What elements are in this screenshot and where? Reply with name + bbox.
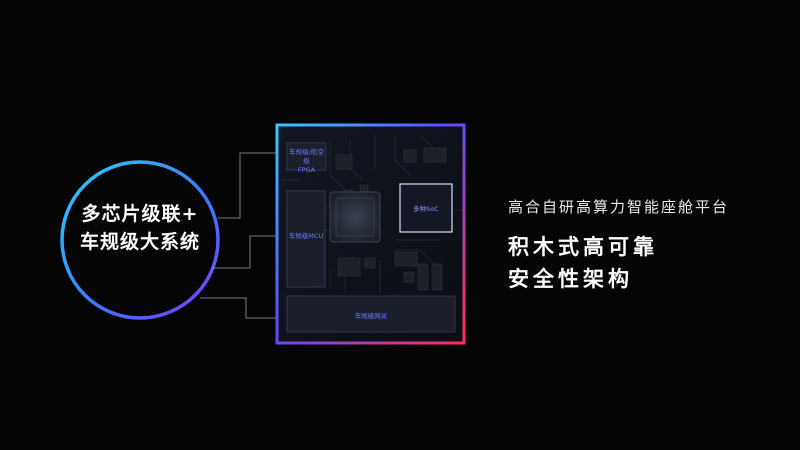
gateway-label: 车规级网关 [354, 312, 388, 320]
connector-lines [200, 152, 286, 319]
headline-line-1: 积木式高可靠 [508, 235, 658, 259]
headline-line-2: 安全性架构 [508, 267, 633, 291]
circle-title-line-1: 多芯片级联+ [81, 203, 199, 225]
mcu-block [286, 190, 326, 288]
subtitle: 高合自研高算力智能座舱平台 [508, 198, 730, 216]
gateway-block [286, 295, 456, 333]
mcu-label: 车规级MCU [288, 232, 324, 240]
soc-block [399, 183, 453, 233]
headline-block: 高合自研高算力智能座舱平台 积木式高可靠 安全性架构 [508, 196, 729, 295]
system-ring [60, 160, 220, 320]
central-processor [329, 191, 381, 243]
fpga-label: 车规级/航空级 FPGA [287, 148, 326, 175]
fpga-label-line-2: FPGA [297, 166, 316, 174]
soc-label: 多种SoC [413, 205, 439, 213]
fpga-label-line-1: 车规级/航空级 [289, 148, 324, 165]
small-components [335, 147, 447, 291]
circle-title: 多芯片级联+ 车规级大系统 [60, 200, 220, 256]
circle-title-line-2: 车规级大系统 [79, 231, 200, 253]
fpga-block [286, 142, 327, 171]
